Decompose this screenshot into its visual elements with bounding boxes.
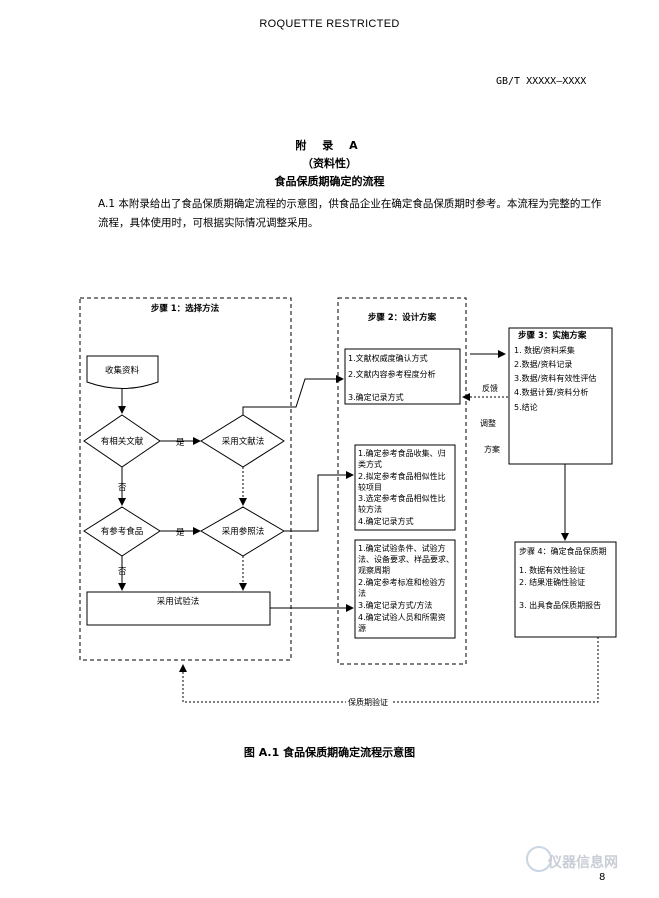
adjust-label: 调整 [480,418,496,428]
appendix-name: 食品保质期确定的流程 [274,175,385,188]
step4-box [514,541,617,638]
step2-test-box [354,539,456,639]
restricted-header: ROQUETTE RESTRICTED [259,18,400,30]
step2-title: 步骤 2：设计方案 [368,312,437,323]
use-reference-label: 采用参照法 [222,526,265,537]
verify-label: 保质期验证 [348,697,388,707]
yes2-label: 是 [176,528,185,538]
step2-literature-box [344,348,461,405]
decision-literature-label: 有相关文献 [101,436,144,447]
feedback-label: 反馈 [482,383,498,393]
watermark-logo-icon [526,846,552,872]
intro-paragraph: A.1 本附录给出了食品保质期确定流程的示意图，供食品企业在确定食品保质期时参考… [98,198,602,229]
step1-container [79,297,292,661]
appendix-title: 附 录 A [295,139,364,152]
figure-caption: 图 A.1 食品保质期确定流程示意图 [243,746,416,759]
step2-box1-text: 1.文献权威度确认方式 2.文献内容参考程度分析 3.确定记录方式 [348,353,438,402]
no2-label: 否 [118,567,127,577]
step2-box2-text: 1.确定参考食品收集、归 类方式 2.拟定参考食品相似性比 较项目 3.选定参考… [358,448,448,526]
plan-label: 方案 [484,444,500,454]
step4-items: 1. 数据有效性验证 2. 结果准确性验证 3. 出具食品保质期报告 [519,565,601,610]
page-number: 8 [599,872,606,883]
step2-reference-box [354,444,456,531]
step2-box1-line: 3.确定记录方式 [348,392,404,402]
appendix-subtitle: （资料性） [302,157,357,170]
step3-title: 步骤 3：实施方案 [518,330,587,341]
use-test-box [86,591,271,626]
collect-label: 收集资料 [105,365,140,376]
step1-title: 步骤 1：选择方法 [151,303,220,314]
step3-items: 1. 数据/资料采集 2.数据/资料记录 3.数据/资料有效性评估 4.数据计算… [514,345,599,412]
watermark: 仪器信息网 [548,855,618,871]
decision-reference-label: 有参考食品 [101,526,144,537]
use-test-label: 采用试验法 [157,596,200,607]
step2-box1-line: 1.文献权威度确认方式 [348,353,428,363]
collect-box [86,355,159,389]
yes1-label: 是 [176,438,185,448]
use-literature-label: 采用文献法 [222,436,265,447]
standard-number: GB/T XXXXX—XXXX [496,76,587,87]
step2-box1-line: 2.文献内容参考程度分析 [348,369,436,379]
step3-box [508,327,613,465]
step4-title: 步骤 4：确定食品保质期 [519,546,607,556]
step2-box3-text: 1.确定试验条件、试验方 法、设备要求、样品要求、 观察周期 2.确定参考标准和… [358,543,457,633]
no1-label: 否 [118,483,127,493]
step2-container [337,297,467,665]
